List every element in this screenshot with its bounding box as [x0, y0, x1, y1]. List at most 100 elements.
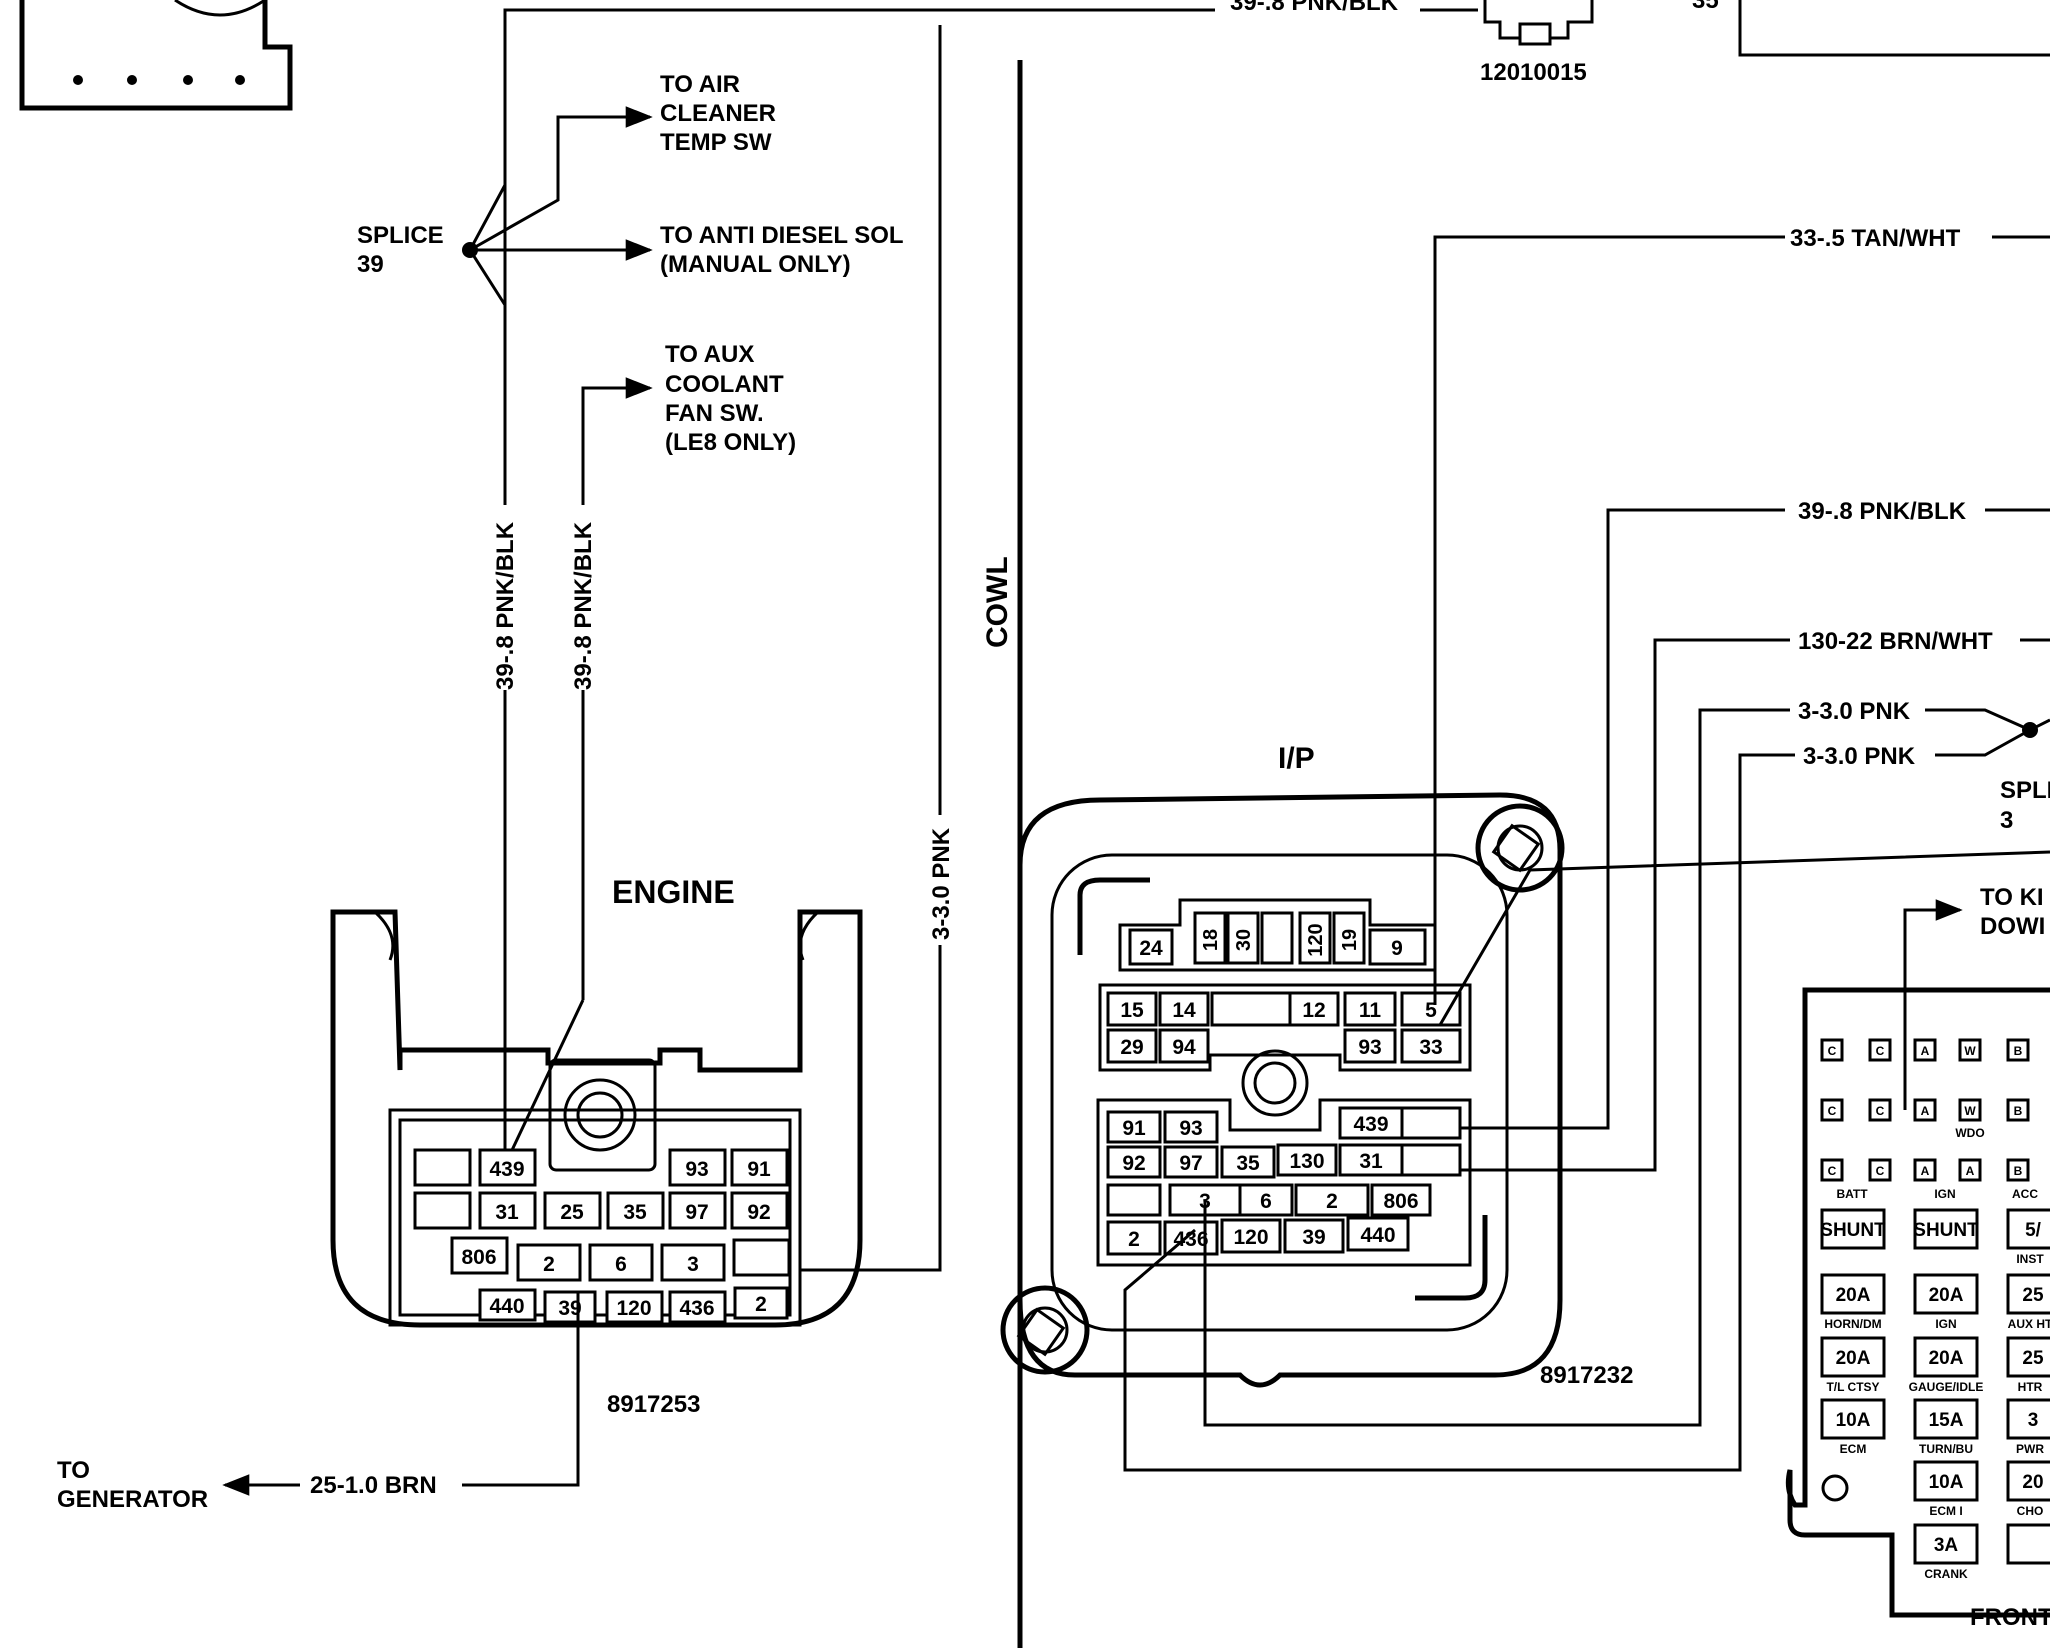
ip-label: I/P [1278, 742, 1315, 775]
aux-coolant-branch: TO AUX COOLANT FAN SW. (LE8 ONLY) [581, 341, 796, 1000]
svg-text:39: 39 [558, 1297, 581, 1320]
svg-text:130: 130 [1289, 1150, 1324, 1173]
svg-text:439: 439 [489, 1158, 524, 1181]
svg-text:25: 25 [560, 1201, 584, 1224]
svg-text:20A: 20A [1836, 1285, 1871, 1306]
svg-text:20A: 20A [1929, 1348, 1964, 1369]
engine-wires: 39-.8 PNK/BLK 39-.8 PNK/BLK 3-3.0 PNK [488, 25, 957, 1272]
svg-text:TO AIR: TO AIR [660, 71, 740, 98]
svg-text:120: 120 [1305, 923, 1327, 956]
svg-text:15: 15 [1120, 999, 1144, 1022]
svg-text:97: 97 [685, 1201, 708, 1224]
svg-text:439: 439 [1353, 1113, 1388, 1136]
svg-text:94: 94 [1172, 1036, 1196, 1059]
svg-text:3A: 3A [1934, 1535, 1959, 1556]
svg-text:440: 440 [489, 1295, 524, 1318]
svg-text:T/L CTSY: T/L CTSY [1826, 1380, 1879, 1394]
svg-text:TURN/BU: TURN/BU [1919, 1442, 1973, 1456]
svg-text:TO ANTI DIESEL SOL: TO ANTI DIESEL SOL [660, 222, 904, 249]
svg-text:25-1.0 BRN: 25-1.0 BRN [310, 1472, 437, 1499]
svg-text:93: 93 [685, 1158, 708, 1181]
svg-text:6: 6 [1260, 1190, 1272, 1213]
svg-text:GAUGE/IDLE: GAUGE/IDLE [1909, 1380, 1984, 1394]
svg-text:440: 440 [1360, 1224, 1395, 1247]
svg-text:W: W [1964, 1044, 1976, 1058]
svg-text:33: 33 [1419, 1036, 1442, 1059]
svg-text:HORN/DM: HORN/DM [1824, 1317, 1881, 1331]
front-label: FRONT [1970, 1604, 2050, 1631]
svg-text:3: 3 [687, 1253, 699, 1276]
ip-part-number: 8917232 [1540, 1362, 1633, 1389]
svg-text:CLEANER: CLEANER [660, 100, 776, 127]
svg-text:10A: 10A [1836, 1410, 1871, 1431]
svg-text:SHUNT: SHUNT [1913, 1220, 1979, 1241]
svg-text:TO: TO [57, 1457, 90, 1484]
svg-text:INST: INST [2016, 1252, 2044, 1266]
svg-text:806: 806 [461, 1246, 496, 1269]
engine-pin-grid: 439 93 91 31 25 35 97 92 806 2 6 3 440 3… [413, 1148, 791, 1324]
svg-text:COOLANT: COOLANT [665, 371, 784, 398]
svg-text:436: 436 [679, 1297, 714, 1320]
svg-text:24: 24 [1139, 937, 1163, 960]
splice-39: SPLICE 39 TO AIR CLEANER TEMP SW TO ANTI… [357, 71, 904, 306]
svg-text:BATT: BATT [1836, 1187, 1868, 1201]
svg-text:IGN: IGN [1935, 1317, 1956, 1331]
svg-text:C: C [1876, 1104, 1885, 1118]
fuse-block: C C A W B C C A W B WDO C C A A B BATT I… [1785, 987, 2050, 1631]
svg-text:15A: 15A [1929, 1410, 1964, 1431]
svg-text:31: 31 [495, 1201, 519, 1224]
svg-text:SPLICE: SPLICE [357, 222, 444, 249]
svg-text:18: 18 [1200, 929, 1222, 951]
svg-text:TO KI: TO KI [1980, 884, 2044, 911]
svg-text:A: A [1921, 1044, 1930, 1058]
svg-text:SHUNT: SHUNT [1820, 1220, 1886, 1241]
svg-text:2: 2 [1326, 1190, 1338, 1213]
svg-text:CHO: CHO [2017, 1504, 2044, 1518]
svg-text:TO AUX: TO AUX [665, 341, 754, 368]
svg-text:806: 806 [1383, 1190, 1418, 1213]
svg-text:93: 93 [1358, 1036, 1381, 1059]
svg-text:HTR: HTR [2018, 1380, 2043, 1394]
svg-text:120: 120 [616, 1297, 651, 1320]
svg-text:ECM I: ECM I [1929, 1504, 1962, 1518]
svg-text:20: 20 [2022, 1472, 2043, 1493]
cowl: COWL [981, 60, 1023, 1648]
svg-text:C: C [1876, 1044, 1885, 1058]
engine-label: ENGINE [612, 874, 735, 910]
svg-text:14: 14 [1172, 999, 1196, 1022]
svg-text:SPLI: SPLI [2000, 777, 2050, 804]
svg-text:GENERATOR: GENERATOR [57, 1486, 208, 1513]
svg-text:IGN: IGN [1934, 1187, 1955, 1201]
generator-wire: 25-1.0 BRN TO GENERATOR [57, 1292, 580, 1513]
svg-text:9: 9 [1391, 937, 1403, 960]
svg-text:92: 92 [1122, 1152, 1145, 1175]
svg-text:29: 29 [1120, 1036, 1143, 1059]
svg-text:(MANUAL ONLY): (MANUAL ONLY) [660, 251, 851, 278]
svg-text:C: C [1828, 1164, 1837, 1178]
cowl-label: COWL [981, 556, 1014, 648]
svg-text:5/: 5/ [2025, 1220, 2042, 1241]
svg-text:2: 2 [1128, 1228, 1140, 1251]
svg-text:10A: 10A [1929, 1472, 1964, 1493]
svg-text:ACC: ACC [2012, 1187, 2038, 1201]
svg-text:AUX HT: AUX HT [2008, 1317, 2050, 1331]
svg-text:20A: 20A [1929, 1285, 1964, 1306]
svg-text:ECM: ECM [1840, 1442, 1867, 1456]
svg-text:C: C [1828, 1044, 1837, 1058]
wire-3-pnk-label: 3-3.0 PNK [928, 827, 955, 940]
svg-text:6: 6 [615, 1253, 627, 1276]
fuse-grid: SHUNT SHUNT 5/ INST 20A HORN/DM 20A IGN … [1820, 1208, 2050, 1581]
svg-text:30: 30 [1233, 929, 1255, 951]
svg-text:35: 35 [1236, 1152, 1260, 1175]
svg-text:WDO: WDO [1955, 1126, 1984, 1140]
svg-text:C: C [1876, 1164, 1885, 1178]
svg-text:TEMP SW: TEMP SW [660, 129, 772, 156]
svg-text:(LE8 ONLY): (LE8 ONLY) [665, 429, 796, 456]
svg-text:31: 31 [1359, 1150, 1383, 1173]
svg-text:A: A [1921, 1104, 1930, 1118]
ip-connector: I/P 24 18 30 120 19 9 15 14 12 11 5 29 9… [1000, 742, 1633, 1389]
svg-text:97: 97 [1179, 1152, 1202, 1175]
wire-top-label: 39-.8 PNK/BLK [1230, 0, 1399, 16]
svg-text:2: 2 [543, 1253, 555, 1276]
fuse-top-rows: C C A W B C C A W B WDO C C A A B BATT I… [1820, 1038, 2038, 1201]
